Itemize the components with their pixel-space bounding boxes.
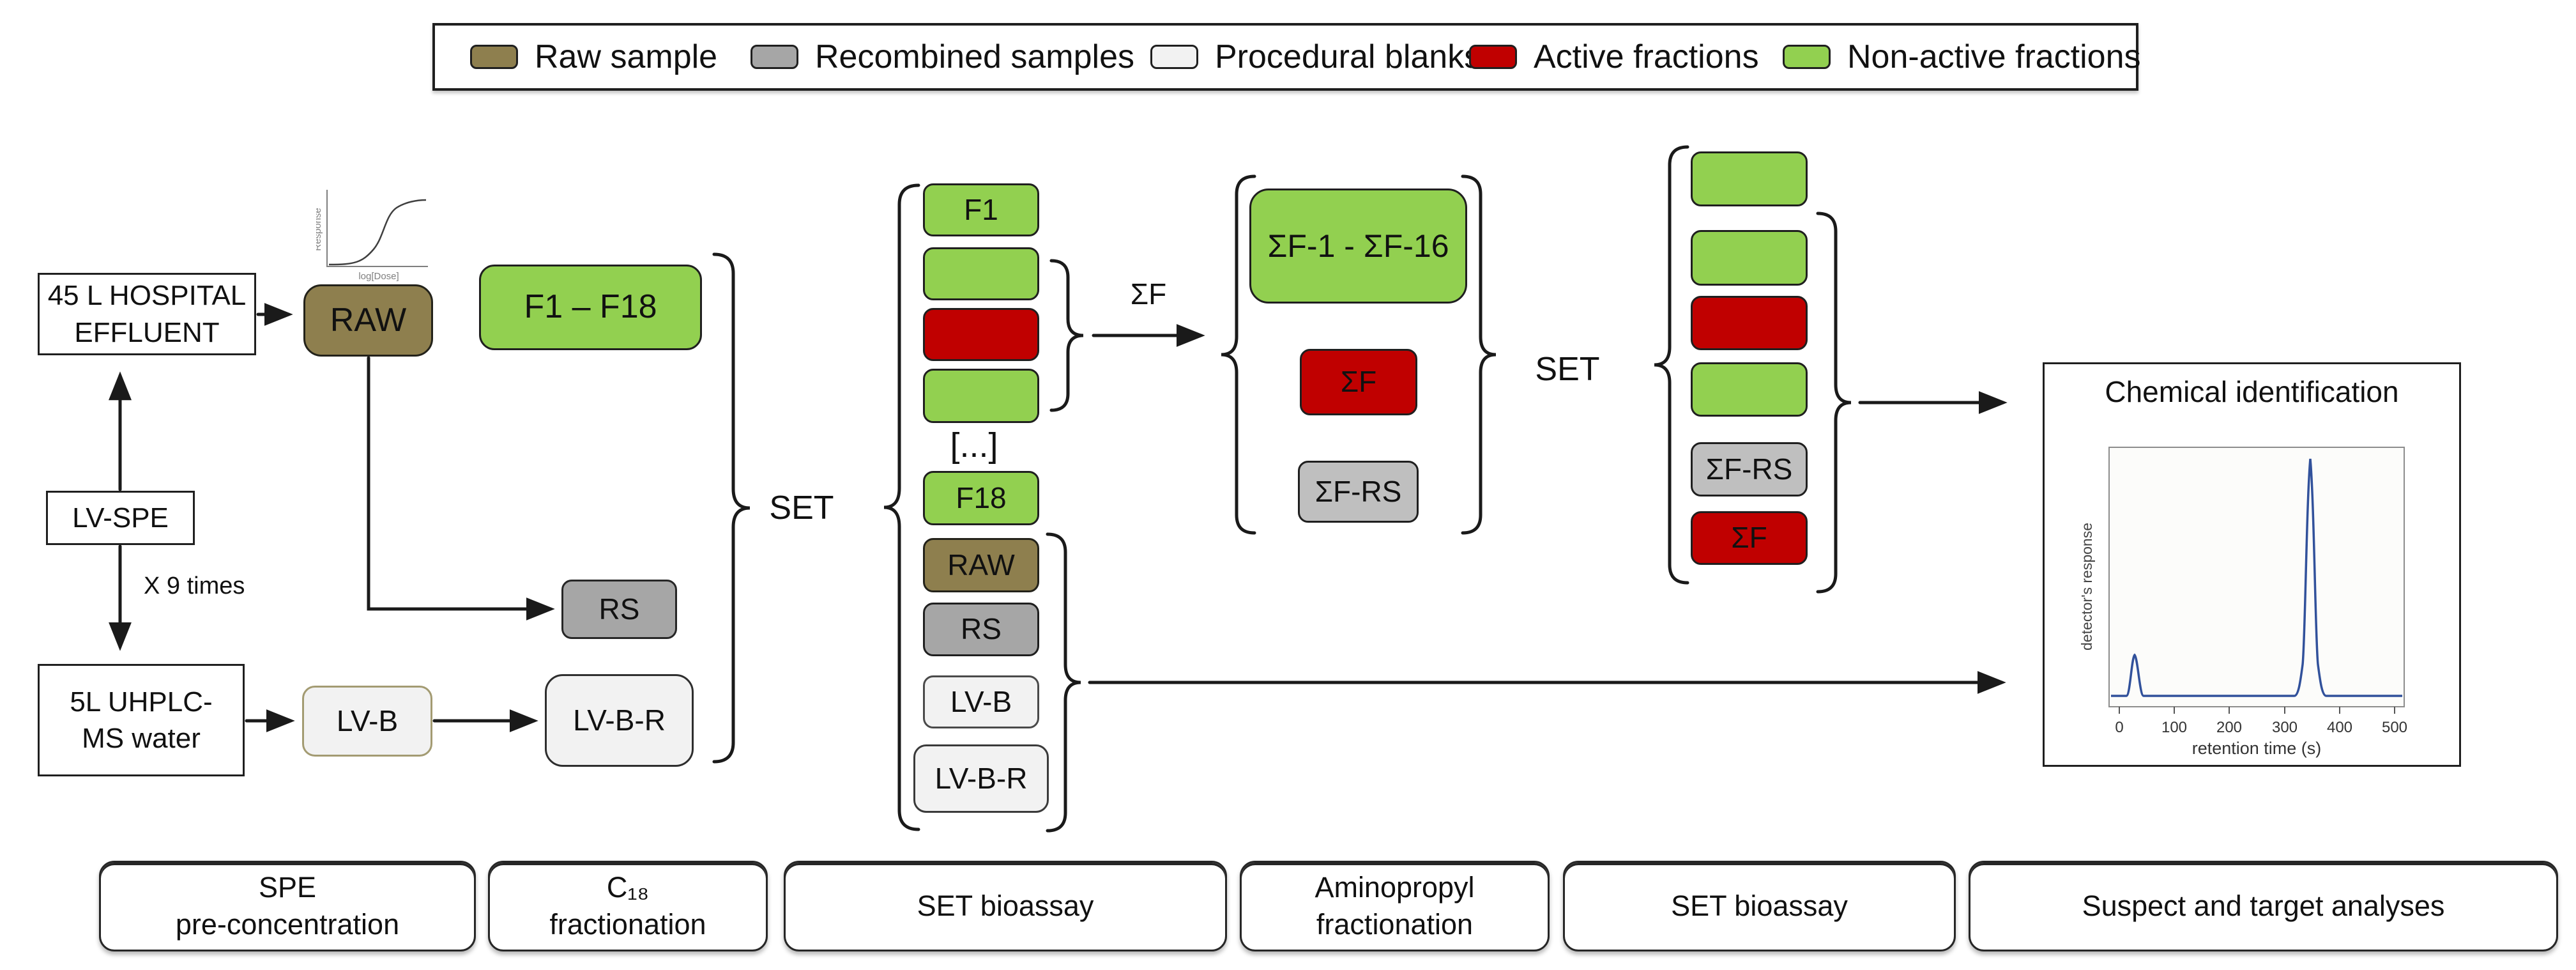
legend-item-non-active-fractions: Non-active fractions <box>1783 26 2141 88</box>
brace-column5-left <box>1654 145 1689 585</box>
stage-set-bioassay-2: SET bioassay <box>1563 861 1956 951</box>
legend-label: Procedural blanks <box>1215 38 1481 75</box>
x-axis-ticks <box>2119 707 2395 714</box>
raw-sample-box: RAW <box>303 284 433 357</box>
sigma-f-result-box: ΣF <box>1691 511 1808 565</box>
tick-200: 200 <box>2216 719 2242 736</box>
brace-column5-right <box>1816 212 1852 594</box>
stage-line2: fractionation <box>549 908 706 941</box>
stage-suspect-target-analyses: Suspect and target analyses <box>1969 861 2558 951</box>
legend-label: Raw sample <box>535 38 718 75</box>
legend-label: Active fractions <box>1534 38 1759 75</box>
x-axis-tick-labels: 0 100 200 300 400 500 <box>2115 719 2407 736</box>
fraction-box-f1: F1 <box>923 183 1039 236</box>
mini-plot-ylabel: Response <box>316 208 323 251</box>
fraction-box-nonactive <box>1691 230 1808 286</box>
legend: Raw sample Recombined samples Procedural… <box>432 23 2141 91</box>
stage-spe-preconcentration: SPE pre-concentration <box>99 861 476 951</box>
chemical-identification-title: Chemical identification <box>2105 375 2399 408</box>
sigmoid-curve <box>328 199 427 266</box>
chromatogram-plot: 0 100 200 300 400 500 detector's respons… <box>2078 447 2407 758</box>
tick-0: 0 <box>2115 719 2123 736</box>
chromatogram-curve <box>2111 458 2402 697</box>
recombined-samples-swatch-icon <box>751 45 798 69</box>
uhplc-water-line2: MS water <box>82 723 201 754</box>
fraction-box-active <box>1691 296 1808 350</box>
chromatogram-ylabel: detector's response <box>2078 523 2095 651</box>
set-label-2: SET <box>1535 351 1600 388</box>
raw-control-box: RAW <box>923 538 1039 592</box>
stage-line1: SET bioassay <box>917 889 1094 922</box>
fraction-box-active <box>923 308 1039 361</box>
uhplc-water-box: 5L UHPLC- MS water <box>38 664 245 776</box>
chemical-identification-panel: Chemical identification 0 100 200 300 40… <box>2043 362 2461 767</box>
brace-controls-right <box>1046 532 1081 833</box>
brace-group4-left <box>1221 174 1256 535</box>
stage-line1: SET bioassay <box>1671 889 1848 922</box>
stage-line2: pre-concentration <box>175 908 400 941</box>
sigma-f-rs-result-box: ΣF-RS <box>1691 442 1808 497</box>
arrow-raw-to-rs <box>367 356 555 620</box>
mini-plot-xlabel: log[Dose] <box>358 271 399 282</box>
tick-500: 500 <box>2382 719 2407 736</box>
rs-control-box: RS <box>923 603 1039 656</box>
set-label-1: SET <box>769 489 834 527</box>
legend-label: Recombined samples <box>815 38 1135 75</box>
hospital-effluent-line1: 45 L HOSPITAL <box>47 280 247 312</box>
f1-f18-box: F1 – F18 <box>479 265 702 350</box>
tick-100: 100 <box>2161 719 2187 736</box>
sigma-f-arrow-label: ΣF <box>1130 277 1167 311</box>
stage-line1: SPE <box>258 870 317 904</box>
mini-plot-axes <box>326 190 428 267</box>
lv-b-box: LV-B <box>302 686 432 757</box>
brace-sigma-group-right <box>1049 259 1084 412</box>
legend-item-raw-sample: Raw sample <box>470 26 717 88</box>
lv-b-r-control-box: LV-B-R <box>913 744 1049 813</box>
legend-item-procedural-blanks: Procedural blanks <box>1150 26 1481 88</box>
brace-group4-right <box>1461 174 1497 535</box>
stage-line1: Suspect and target analyses <box>2082 889 2445 922</box>
fraction-box-nonactive <box>1691 362 1808 417</box>
fraction-box-nonactive <box>923 369 1039 423</box>
brace-column2-left <box>883 183 920 831</box>
stage-line1: C₁₈ <box>606 870 650 904</box>
stage-c18-fractionation: C₁₈ fractionation <box>488 861 768 951</box>
uhplc-water-line1: 5L UHPLC- <box>70 686 213 718</box>
dose-response-mini-plot: Response log[Dose] <box>316 190 428 282</box>
legend-label: Non-active fractions <box>1847 38 2141 75</box>
stage-line2: fractionation <box>1316 908 1474 941</box>
lv-b-r-box: LV-B-R <box>545 674 694 767</box>
hospital-effluent-line2: EFFLUENT <box>74 316 220 348</box>
sigma-f-active-box: ΣF <box>1300 349 1417 415</box>
fraction-box-f18: F18 <box>923 471 1039 525</box>
sigma-f1-f16-box: ΣF-1 - ΣF-16 <box>1249 189 1467 304</box>
legend-item-active-fractions: Active fractions <box>1469 26 1759 88</box>
fraction-box-nonactive <box>923 247 1039 300</box>
sigma-f-rs-box: ΣF-RS <box>1298 461 1419 523</box>
raw-sample-swatch-icon <box>470 45 518 69</box>
times-label: X 9 times <box>144 572 245 599</box>
stage-line1: Aminopropyl <box>1315 870 1475 904</box>
active-fractions-swatch-icon <box>1469 45 1517 69</box>
rs-box: RS <box>561 580 677 639</box>
lv-spe-box: LV-SPE <box>46 491 195 545</box>
tick-400: 400 <box>2327 719 2352 736</box>
legend-item-recombined-samples: Recombined samples <box>751 26 1134 88</box>
non-active-fractions-swatch-icon <box>1783 45 1831 69</box>
procedural-blanks-swatch-icon <box>1150 45 1198 69</box>
brace-set1-right <box>712 252 751 764</box>
ellipsis-label: [...] <box>950 426 998 465</box>
fraction-box-nonactive <box>1691 151 1808 206</box>
tick-300: 300 <box>2272 719 2298 736</box>
hospital-effluent-box: 45 L HOSPITAL EFFLUENT <box>38 273 256 355</box>
chromatogram-frame <box>2108 447 2405 707</box>
stage-set-bioassay-1: SET bioassay <box>784 861 1227 951</box>
chromatogram-xlabel: retention time (s) <box>2192 739 2322 758</box>
lv-b-control-box: LV-B <box>923 675 1039 728</box>
stage-aminopropyl-fractionation: Aminopropyl fractionation <box>1240 861 1550 951</box>
